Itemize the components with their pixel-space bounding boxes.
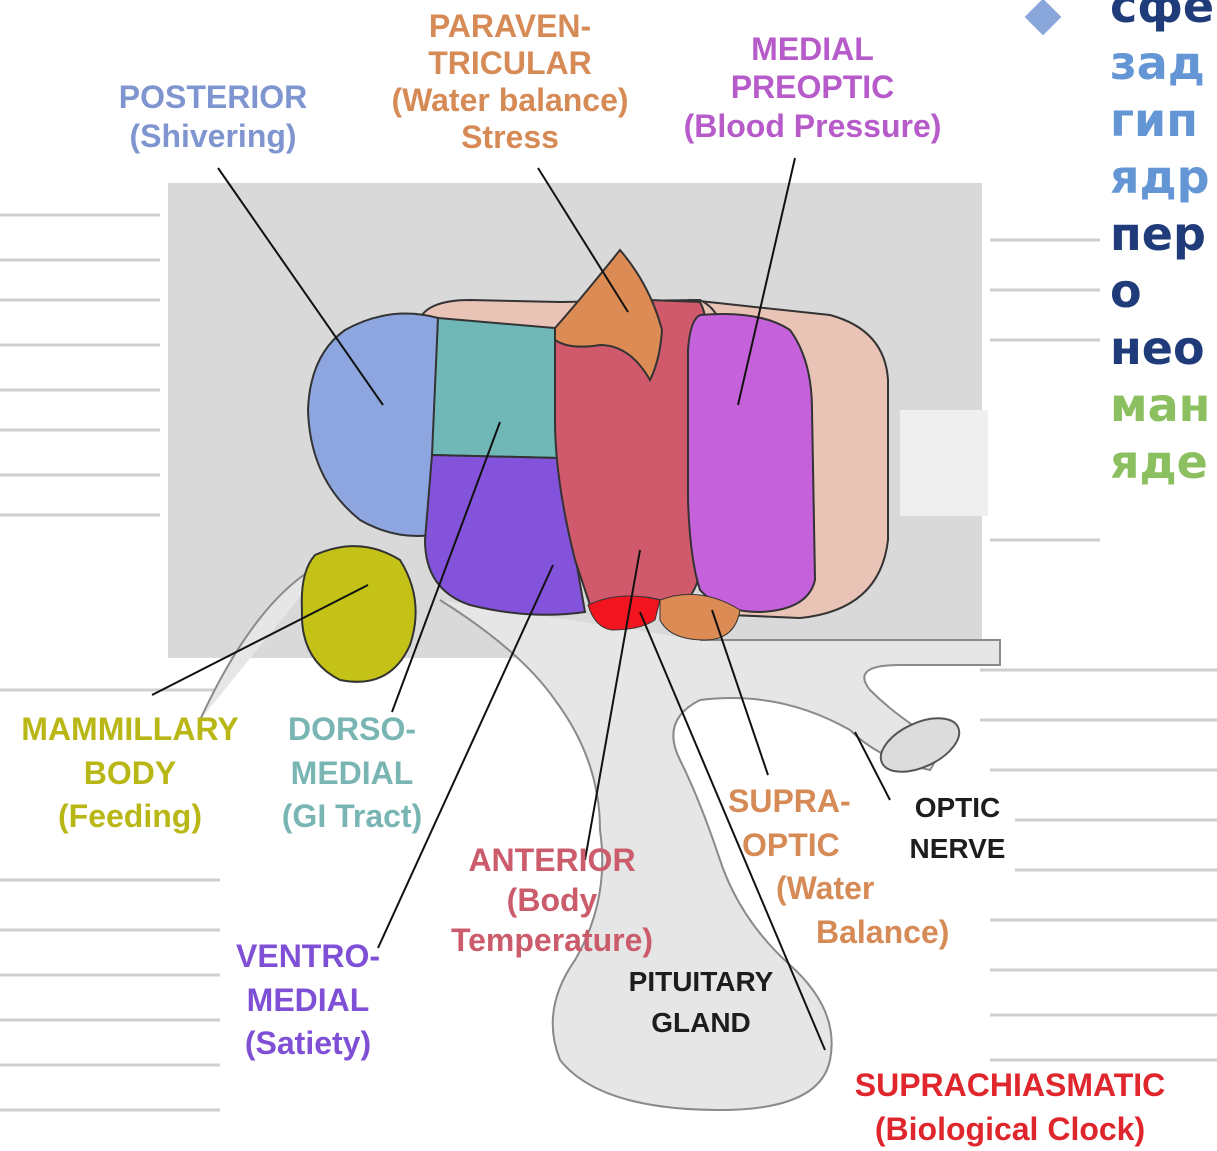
side-text-line: зад	[1110, 35, 1217, 92]
label-ventromedial: VENTRO-MEDIAL(Satiety)	[218, 935, 398, 1066]
medial-preoptic-nucleus	[688, 314, 815, 612]
side-text-line: пер	[1110, 206, 1217, 263]
side-text-line: сфе	[1110, 0, 1217, 35]
side-text-line: нео	[1110, 320, 1217, 377]
side-text-line: ман	[1110, 377, 1217, 434]
label-paraventricular: PARAVEN-TRICULAR(Water balance)Stress	[360, 8, 660, 156]
side-text-line: о	[1110, 263, 1217, 320]
side-text-line: ядр	[1110, 149, 1217, 206]
side-text-line: гип	[1110, 92, 1217, 149]
mammillary-body	[302, 546, 416, 682]
side-text: сфе зад гип ядр пер о нео ман яде	[1110, 0, 1217, 491]
label-dorsomedial: DORSO-MEDIAL(GI Tract)	[262, 708, 442, 839]
label-suprachiasmatic: SUPRACHIASMATIC(Biological Clock)	[820, 1064, 1200, 1151]
gray-patch	[900, 410, 988, 516]
side-text-line: яде	[1110, 434, 1217, 491]
label-posterior: POSTERIOR(Shivering)	[98, 78, 328, 156]
